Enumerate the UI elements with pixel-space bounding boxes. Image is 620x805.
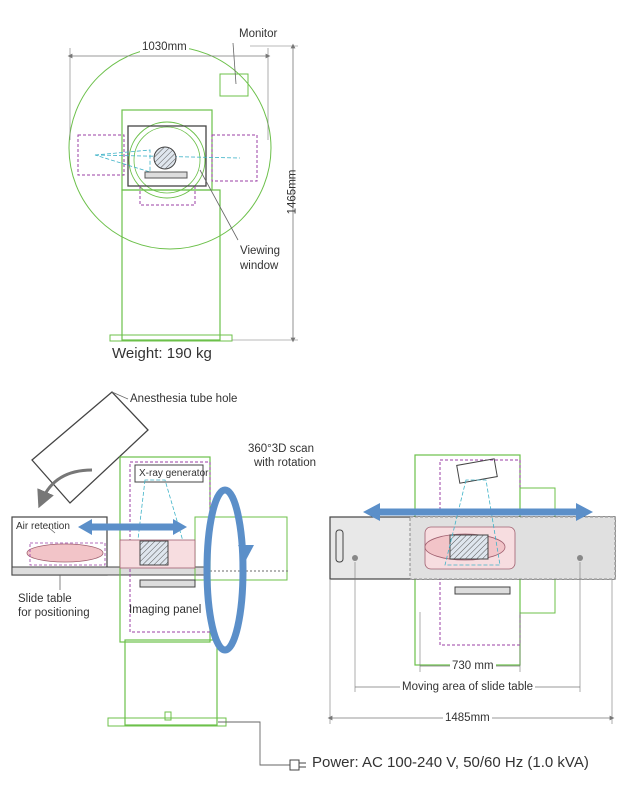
- power-cable: [218, 721, 306, 771]
- dimension-730-label: 730 mm: [450, 659, 496, 673]
- slide-table-label-2: for positioning: [18, 607, 90, 619]
- rotation-arrow: [203, 486, 247, 654]
- xray-generator: [134, 464, 204, 483]
- weight-label: Weight: 190 kg: [112, 345, 212, 362]
- monitor: [219, 73, 249, 97]
- dimension-1485-label: 1485mm: [443, 711, 492, 725]
- front-sample: [153, 146, 177, 170]
- width-dimension-label: 1030mm: [140, 40, 189, 54]
- imaging-panel-label: Imaging panel: [129, 604, 202, 616]
- height-dimension-label: 1465mm: [286, 169, 299, 215]
- viewing-window-label-1: Viewing: [240, 245, 281, 257]
- side-animal-left: [26, 543, 104, 563]
- side-view: [11, 391, 290, 727]
- top-sample: [449, 534, 489, 560]
- side-sample: [139, 540, 169, 566]
- front-pedestal: [121, 189, 221, 341]
- anesthesia-hole-label: Anesthesia tube hole: [130, 393, 238, 405]
- open-lid: [31, 391, 149, 504]
- slide-table-label-1: Slide table: [18, 593, 72, 605]
- front-view: [67, 42, 298, 343]
- power-plug-icon: [289, 759, 300, 771]
- monitor-label: Monitor: [239, 28, 278, 40]
- moving-area-label: Moving area of slide table: [400, 680, 536, 694]
- top-view: [327, 454, 616, 724]
- air-retention-label: Air retention: [16, 521, 70, 532]
- imaging-panel: [139, 579, 196, 588]
- viewing-window-label-2: window: [240, 260, 279, 272]
- scan-label-1: 360°3D scan: [248, 443, 314, 455]
- power-label: Power: AC 100-240 V, 50/60 Hz (1.0 kVA): [312, 754, 589, 771]
- scan-label-2: with rotation: [254, 457, 317, 469]
- xray-generator-label: X-ray generator: [139, 468, 209, 479]
